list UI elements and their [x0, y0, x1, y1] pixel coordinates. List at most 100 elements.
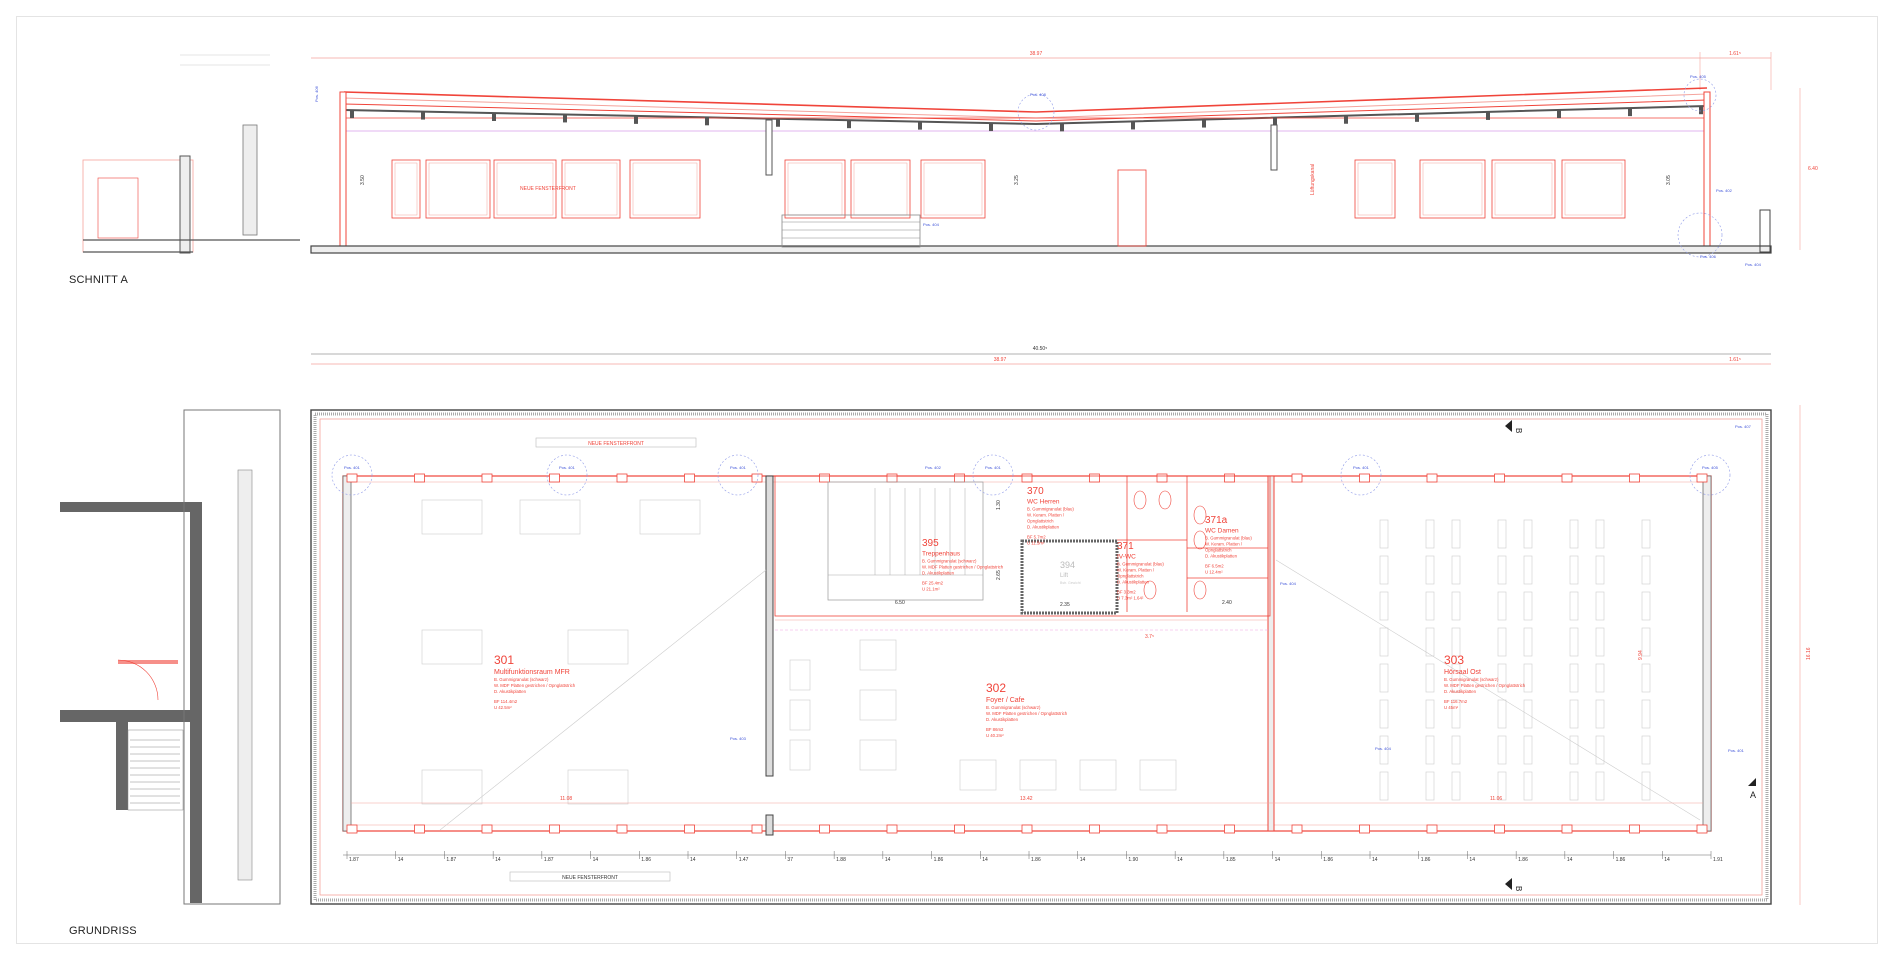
- table: [1523, 555, 1533, 585]
- bottom-dim-label: 14: [885, 857, 891, 863]
- facade-post: [684, 473, 695, 483]
- section-dim-total: 38.97: [1030, 51, 1043, 57]
- bottom-dim-label: 1.91: [1713, 857, 1723, 863]
- dim-h2: 2.65: [996, 570, 1002, 580]
- facade-post: [819, 473, 830, 483]
- bottom-dim-label: 14: [1177, 857, 1183, 863]
- roof-beam: [918, 121, 922, 130]
- table: [1497, 735, 1507, 765]
- room-finish: Opnglattstrich: [1117, 574, 1144, 579]
- room-perimeter: U 42.5m²: [494, 705, 512, 710]
- facade-post: [1426, 473, 1438, 483]
- table: [1379, 519, 1389, 549]
- table: [1595, 555, 1605, 585]
- plan-dim-right: 1.61⁵: [1729, 357, 1741, 363]
- toilet-icon: [1143, 580, 1157, 600]
- facade-post: [1494, 824, 1505, 834]
- pos-label: Pos. 407: [1735, 424, 1752, 429]
- room-finish: W. MDF Platten gestrichen / Opnglattstri…: [1444, 683, 1526, 688]
- plan-dim-main: 38.97: [994, 357, 1007, 363]
- room-number: 395: [922, 538, 939, 549]
- detail-circle: [1689, 454, 1731, 496]
- facade-post: [954, 473, 965, 483]
- table: [1497, 555, 1507, 585]
- roof-beam: [563, 114, 567, 123]
- dim-right-span: 11.06: [1490, 796, 1502, 802]
- facade-post: [1629, 824, 1640, 834]
- table: [1425, 627, 1435, 657]
- room-finish: W. MDF Platten gestrichen / Opnglattstri…: [986, 711, 1068, 716]
- roof-beam: [1202, 119, 1206, 128]
- pos-label: Pos. 401: [1353, 465, 1370, 470]
- table: [1497, 663, 1507, 693]
- room-finish: B. Gummigranulat (blau): [1117, 562, 1164, 567]
- roof-beam: [634, 115, 638, 124]
- room-name: WC Damen: [1205, 528, 1239, 535]
- table: [1451, 555, 1461, 585]
- room-number: 371: [1117, 541, 1134, 552]
- section-pos-label: Pos. 405: [1690, 74, 1707, 79]
- section-height-label: 3.05: [1666, 175, 1672, 185]
- room-name: Hörsaal Ost: [1444, 669, 1481, 676]
- table: [1379, 555, 1389, 585]
- table: [859, 739, 897, 771]
- partition-wall: [1267, 475, 1275, 832]
- bottom-dim-label: 14: [690, 857, 696, 863]
- table: [1019, 759, 1057, 791]
- room-area: BF 86m2: [986, 727, 1004, 732]
- dim-corridor: 3.7⁵: [1145, 634, 1154, 640]
- table: [1079, 759, 1117, 791]
- lift-note: Bstr. Gewicht: [1060, 581, 1081, 585]
- table: [1139, 759, 1177, 791]
- floor-plan: 40.50⁵ 38.97 1.61⁵ 16.16 NEUE FENSTERFRO…: [60, 346, 1812, 905]
- table: [1523, 591, 1533, 621]
- table: [1379, 735, 1389, 765]
- roof-beam: [1486, 111, 1490, 120]
- table: [1641, 555, 1651, 585]
- facade-post: [1629, 473, 1640, 483]
- core: [774, 475, 1271, 617]
- bottom-dim-label: 14: [398, 857, 404, 863]
- section-window-label: NEUE FENSTERFRONT: [520, 186, 576, 192]
- facade-post: [414, 473, 425, 483]
- room-finish: B. Gummigranulat (schwarz): [922, 559, 977, 564]
- section-window: [561, 159, 621, 219]
- room-finish: D. Akustikplatten: [1117, 580, 1150, 585]
- toilet-icon: [1193, 530, 1207, 550]
- plan-dim-total: 40.50⁵: [1033, 346, 1048, 352]
- svg-text:B: B: [1514, 886, 1523, 891]
- bottom-dim-label: 1.86: [1421, 857, 1431, 863]
- room-perimeter: U 45m²: [1444, 705, 1459, 710]
- facade-post: [1359, 473, 1370, 483]
- table: [1595, 519, 1605, 549]
- room-area: BF 5.7m2: [1027, 535, 1046, 540]
- stair: [827, 481, 984, 601]
- section-window: [1419, 159, 1486, 219]
- room-perimeter: U 7.3m² 1.64²: [1117, 596, 1144, 601]
- roof-beam: [1344, 115, 1348, 124]
- section-window: [425, 159, 491, 219]
- facade-post: [886, 824, 898, 834]
- room-name: WC Herren: [1027, 499, 1060, 506]
- table: [1379, 771, 1389, 801]
- roof-beam: [421, 111, 425, 120]
- facade-post: [751, 473, 763, 483]
- section-dim-height: 6.40: [1808, 166, 1818, 172]
- bottom-dim-label: 14: [1275, 857, 1281, 863]
- table: [421, 629, 483, 665]
- table: [789, 739, 811, 771]
- window-label-bottom: NEUE FENSTERFRONT: [562, 875, 618, 881]
- table: [1595, 771, 1605, 801]
- table: [1497, 771, 1507, 801]
- facade-post: [1291, 824, 1303, 834]
- table: [1641, 771, 1651, 801]
- facade-post: [1089, 824, 1100, 834]
- room-finish: W. Keram. Platten /: [1205, 542, 1243, 547]
- bottom-dim-label: 14: [982, 857, 988, 863]
- table: [1379, 663, 1389, 693]
- section-window: [1354, 159, 1396, 219]
